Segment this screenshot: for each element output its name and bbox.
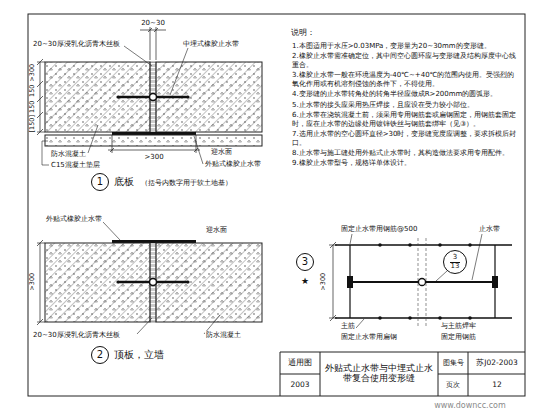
label-text: 与主筋焊牢 (440, 322, 477, 330)
label-text: 20~30厚浸乳化沥青木丝板 (32, 331, 121, 339)
label-text: 止水带 (478, 225, 501, 233)
waterstop-fixing-detail (335, 238, 512, 326)
label-text: 底板 (113, 176, 135, 188)
label-text: 外贴式橡胶止水带 (204, 160, 262, 168)
label-text: 防水混凝土 (205, 331, 242, 339)
label-text: 图集号 (442, 359, 465, 367)
detail-callout-circle: 3 (296, 253, 314, 271)
callout-number: 2 (97, 350, 103, 360)
label-text: 固定止水带用钢筋@500 (340, 225, 418, 233)
note-text: 1.本图适用于水压>0.03MPa，变形量为20~30mm的变形缝。 (292, 42, 520, 51)
callout-number: 13 (451, 263, 460, 270)
label-text: （括号内数字用于软土地基） (140, 179, 233, 187)
label-text: >300 (320, 272, 327, 292)
label-text: 苏J02-2003 (475, 359, 519, 368)
note-text: 6.止水带在浇筑混凝土前，须采用专用钢筋套或扁钢固定，用钢筋套固定时，应在止水带… (292, 111, 520, 129)
label-text: >300 (143, 153, 164, 161)
label-text: >300 (29, 63, 36, 83)
label-text: 12 (491, 381, 503, 390)
label-text: 固定止水带用扁钢 (340, 333, 398, 341)
detail-callout-circle: 313 (443, 250, 467, 274)
callout-number: 3 (450, 254, 460, 263)
note-text: 3.橡胶止水带一般在环境温度为-40℃~+40℃的范围内使用。受强烈的氧化作用或… (292, 71, 520, 89)
label-text: 页次 (445, 381, 461, 389)
label-text: 防水混凝土 (50, 150, 87, 158)
label-text: 通用图 (287, 359, 313, 368)
label-text: 顶板，立墙 (113, 349, 165, 361)
label-text: 固定用钢筋 (440, 333, 477, 341)
label-text: [150] (29, 114, 36, 133)
roof-wall-section (45, 240, 262, 322)
callout-number: 1 (97, 177, 103, 187)
note-text: 5.止水带的接头应采用热压焊接，且应设在受力较小部位。 (292, 101, 520, 110)
label-text: 150 (29, 84, 36, 98)
note-text: 8.止水带与施工缝处用外贴式止水带时，其构造做法要求用专用配件。 (292, 149, 520, 158)
label-text: 中埋式橡胶止水带 (182, 40, 240, 48)
label-text: ★ (300, 276, 310, 286)
note-text: 9.橡胶止水带型号，规格详单体设计。 (292, 159, 520, 168)
label-text: 迎水面 (210, 148, 233, 156)
note-text: 7.选用止水带的空心圆环直径>30时，变形缝宽度应调整，要求拆模后封口。 (292, 130, 520, 148)
label-text: 20~30厚浸乳化沥青木丝板 (32, 40, 121, 48)
label-text: 20~30 (140, 19, 166, 27)
label-text: 外贴式橡胶止水带 (45, 215, 103, 223)
detail-callout-circle: 2 (91, 346, 109, 364)
note-text: 4.变形缝的止水带转角处的转角半径应做成R>200mm的圆弧形。 (292, 90, 520, 99)
notes-block: 1.本图适用于水压>0.03MPa，变形量为20~30mm的变形缝。2.橡胶止水… (292, 42, 520, 169)
detail-callout-circle: 1 (91, 173, 109, 191)
note-text: 2.橡胶止水带需准确定位，其中间空心圆环应与变形缝及结构厚度中心线重合。 (292, 52, 520, 70)
label-text: 迎水面 (205, 226, 228, 234)
floor-slab-section (45, 62, 262, 146)
label-text: >300 (29, 272, 36, 292)
label-text: 150 (29, 100, 36, 114)
label-text: C15混凝土垫层 (50, 161, 101, 169)
callout-number: 3 (302, 257, 308, 267)
label-text: 说明： (290, 28, 316, 37)
label-text: www.downcc.com (433, 401, 506, 410)
label-text: 外贴式止水带与中埋式止水带复合使用变形缝 (322, 364, 436, 384)
sheet-frame (28, 14, 525, 396)
label-text: 2003 (289, 381, 310, 390)
label-text: 主筋 (340, 322, 356, 330)
